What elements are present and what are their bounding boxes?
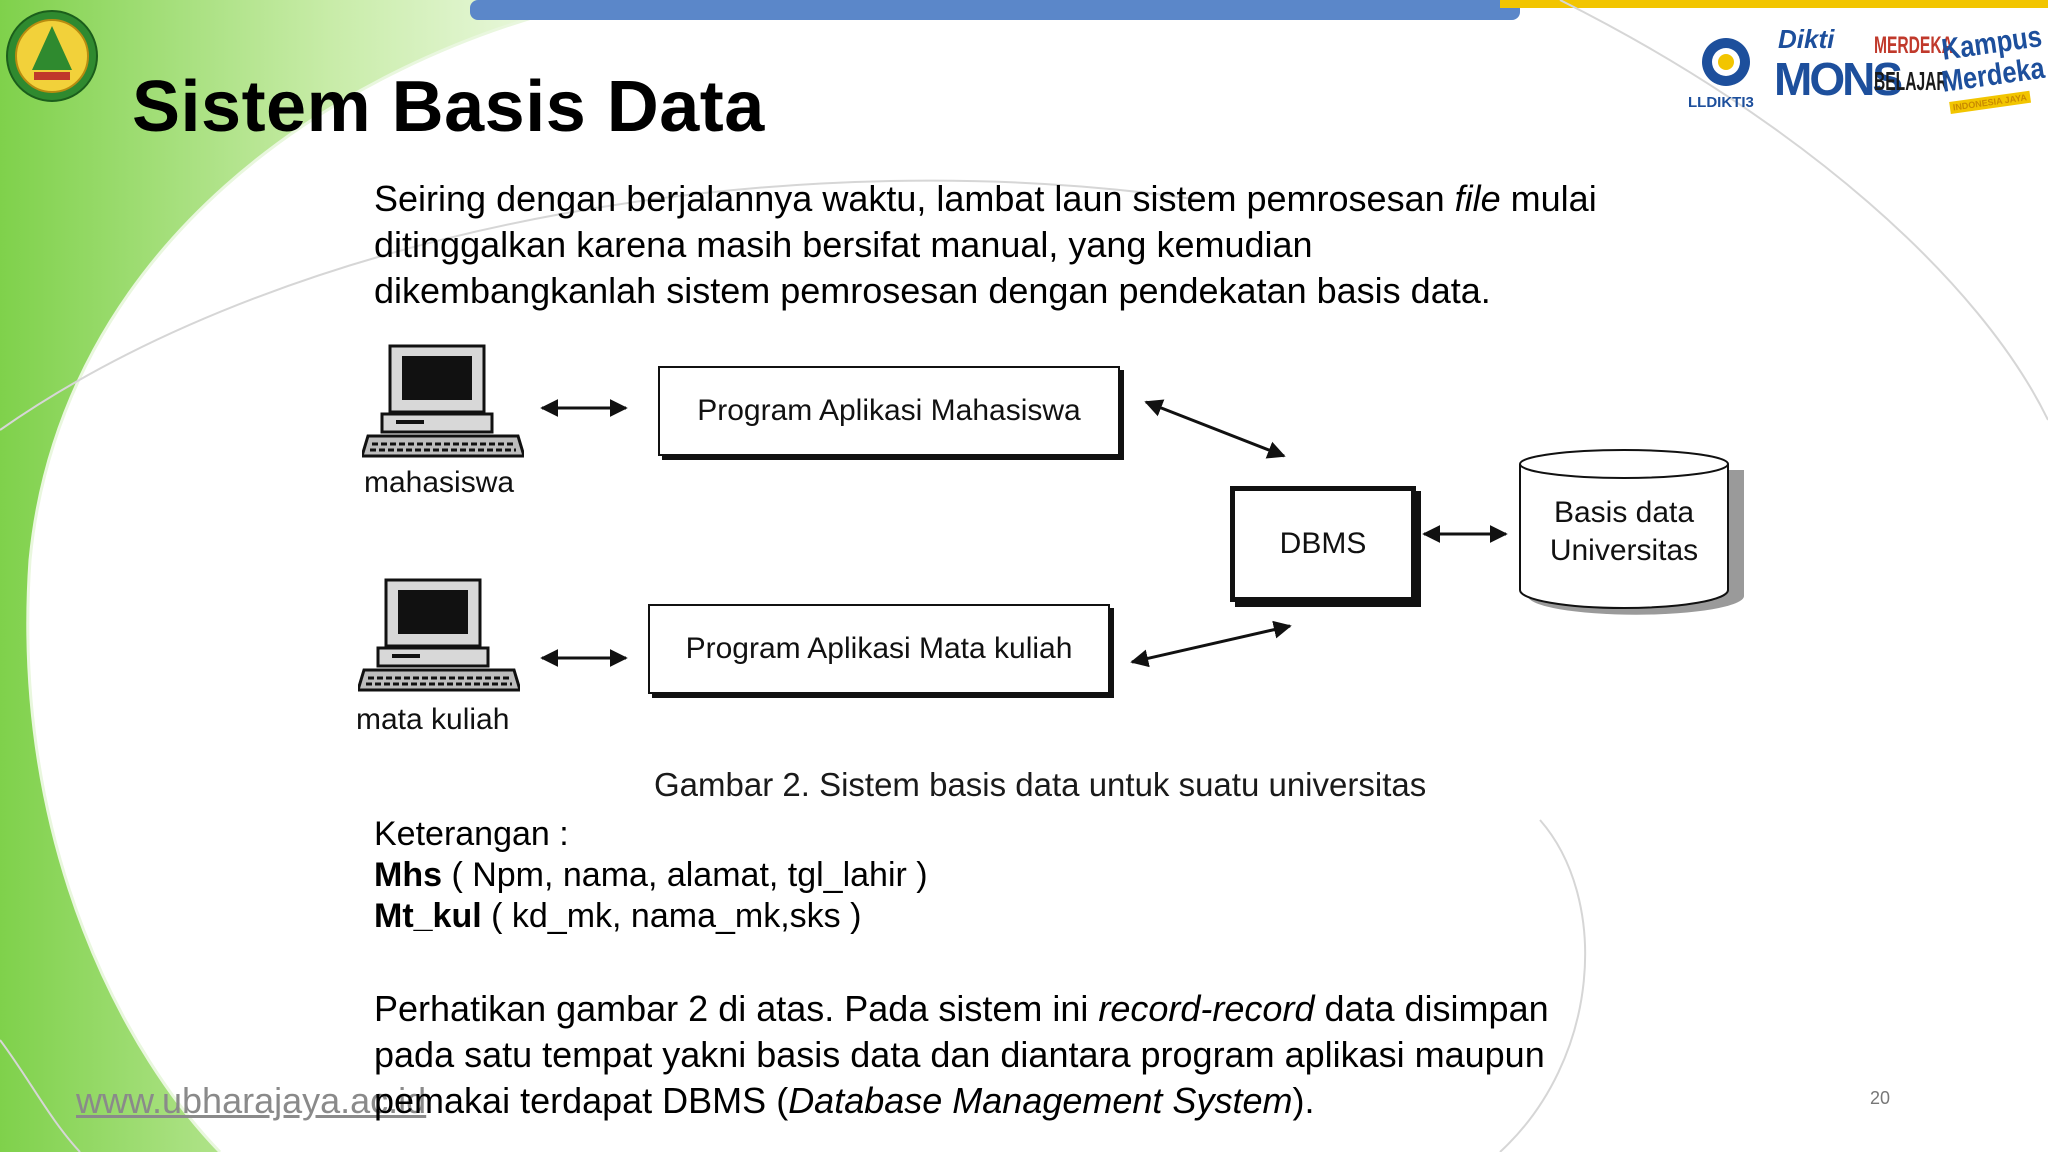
dbms-label: DBMS xyxy=(1279,527,1367,560)
partner-logos: LLDIKTI3 Dikti MONS MERDEKA BELAJAR Kamp… xyxy=(1688,20,2048,120)
closing-paragraph: Perhatikan gambar 2 di atas. Pada sistem… xyxy=(374,986,1549,1124)
app1-label: Program Aplikasi Mahasiswa xyxy=(697,394,1081,427)
intro-line-1: Seiring dengan berjalannya waktu, lambat… xyxy=(374,178,1597,219)
arrow-app2-dbms xyxy=(1130,620,1292,668)
top-blue-bar xyxy=(470,0,1520,20)
figure-caption: Gambar 2. Sistem basis data untuk suatu … xyxy=(654,766,1427,803)
database-cylinder-icon xyxy=(1519,449,1744,615)
legend-row-mt-kul: Mt_kul ( kd_mk, nama_mk,sks ) xyxy=(374,897,862,935)
program-aplikasi-mahasiswa-box: Program Aplikasi Mahasiswa xyxy=(658,366,1120,456)
computer-icon xyxy=(362,344,524,458)
intro-line-2: ditinggalkan karena masih bersifat manua… xyxy=(374,224,1313,265)
user-label-mahasiswa: mahasiswa xyxy=(364,466,515,499)
legend-block: Keterangan : Mhs ( Npm, nama, alamat, tg… xyxy=(374,814,928,937)
merdeka-belajar-logo-1: MERDEKA xyxy=(1874,32,1953,59)
computer-icon xyxy=(358,578,520,692)
app2-label: Program Aplikasi Mata kuliah xyxy=(685,632,1073,665)
dikti-logo-top: Dikti xyxy=(1778,24,1835,54)
intro-paragraph: Seiring dengan berjalannya waktu, lambat… xyxy=(374,176,1597,314)
legend-row-mhs: Mhs ( Npm, nama, alamat, tgl_lahir ) xyxy=(374,856,928,894)
dikti-logo-main: MONS xyxy=(1774,53,1903,105)
legend-heading: Keterangan : xyxy=(374,815,569,853)
merdeka-belajar-logo-2: BELAJAR xyxy=(1874,66,1948,96)
slide-title: Sistem Basis Data xyxy=(132,67,765,147)
university-seal-logo xyxy=(6,10,98,102)
closing-line-1: Perhatikan gambar 2 di atas. Pada sistem… xyxy=(374,988,1549,1029)
lldikti-emblem-icon xyxy=(1702,38,1750,86)
intro-line-3: dikembangkanlah sistem pemrosesan dengan… xyxy=(374,270,1491,311)
top-yellow-bar xyxy=(1500,0,2048,8)
closing-line-2: pada satu tempat yakni basis data dan di… xyxy=(374,1034,1545,1075)
user-label-mata-kuliah: mata kuliah xyxy=(356,703,510,736)
arrow-app1-dbms xyxy=(1144,399,1286,459)
program-aplikasi-mata-kuliah-box: Program Aplikasi Mata kuliah xyxy=(648,604,1110,694)
page-number: 20 xyxy=(1870,1088,1891,1108)
footer-website-link[interactable]: www.ubharajaya.ac.id xyxy=(76,1080,427,1121)
green-wave-shape xyxy=(0,0,600,1152)
database-label: Basis data Universitas xyxy=(1516,494,1732,570)
lldikti-logo-text: LLDIKTI3 xyxy=(1688,94,1754,111)
database-label-line-1: Basis data xyxy=(1553,496,1695,529)
database-label-line-2: Universitas xyxy=(1549,534,1699,567)
closing-line-3: pemakai terdapat DBMS (Database Manageme… xyxy=(374,1080,1315,1121)
dbms-box: DBMS xyxy=(1230,486,1416,602)
